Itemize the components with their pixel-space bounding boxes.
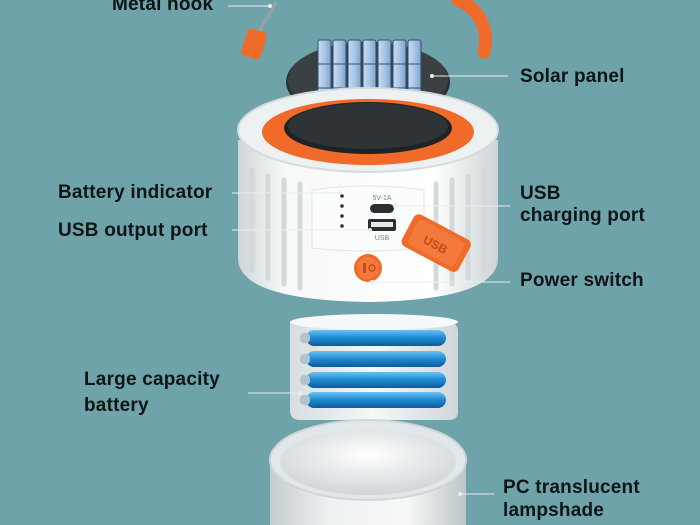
label-large-capacity-battery: Large capacity battery bbox=[84, 367, 220, 419]
lampshade-graphic bbox=[269, 419, 467, 525]
label-battery-line1: Large capacity bbox=[84, 369, 220, 390]
label-usb-output-port: USB output port bbox=[58, 220, 208, 241]
label-battery-indicator: Battery indicator bbox=[58, 182, 213, 203]
label-metal-hook: Metal hook bbox=[112, 0, 214, 15]
label-pc-lampshade: PC translucent lampshade bbox=[503, 476, 640, 522]
label-usb-charging-port: USB charging port bbox=[520, 183, 645, 227]
label-lampshade-line1: PC translucent bbox=[503, 477, 640, 498]
battery-cells bbox=[300, 330, 446, 408]
metal-hook-graphic bbox=[241, 0, 492, 60]
label-usb-charging-port-line2: charging port bbox=[520, 205, 646, 226]
power-switch-graphic bbox=[354, 254, 382, 282]
label-battery-line2: battery bbox=[84, 395, 149, 416]
label-power-switch: Power switch bbox=[520, 270, 644, 291]
leader-lines bbox=[228, 4, 510, 496]
lamp-head-unit: 5V-1A USB USB bbox=[237, 87, 499, 302]
usb-output-port-graphic: USB bbox=[368, 219, 396, 242]
label-lampshade-line2: lampshade bbox=[503, 500, 605, 521]
usb-port-cover: USB bbox=[401, 214, 471, 272]
label-usb-charging-port-line1: USB bbox=[520, 183, 561, 204]
input-port: 5V-1A bbox=[370, 195, 394, 213]
svg-text:5V-1A: 5V-1A bbox=[372, 195, 391, 202]
battery-indicator-leds bbox=[340, 194, 344, 228]
svg-text:USB: USB bbox=[375, 235, 390, 242]
label-solar-panel: Solar panel bbox=[520, 66, 625, 87]
battery-pack-graphic bbox=[290, 314, 458, 420]
